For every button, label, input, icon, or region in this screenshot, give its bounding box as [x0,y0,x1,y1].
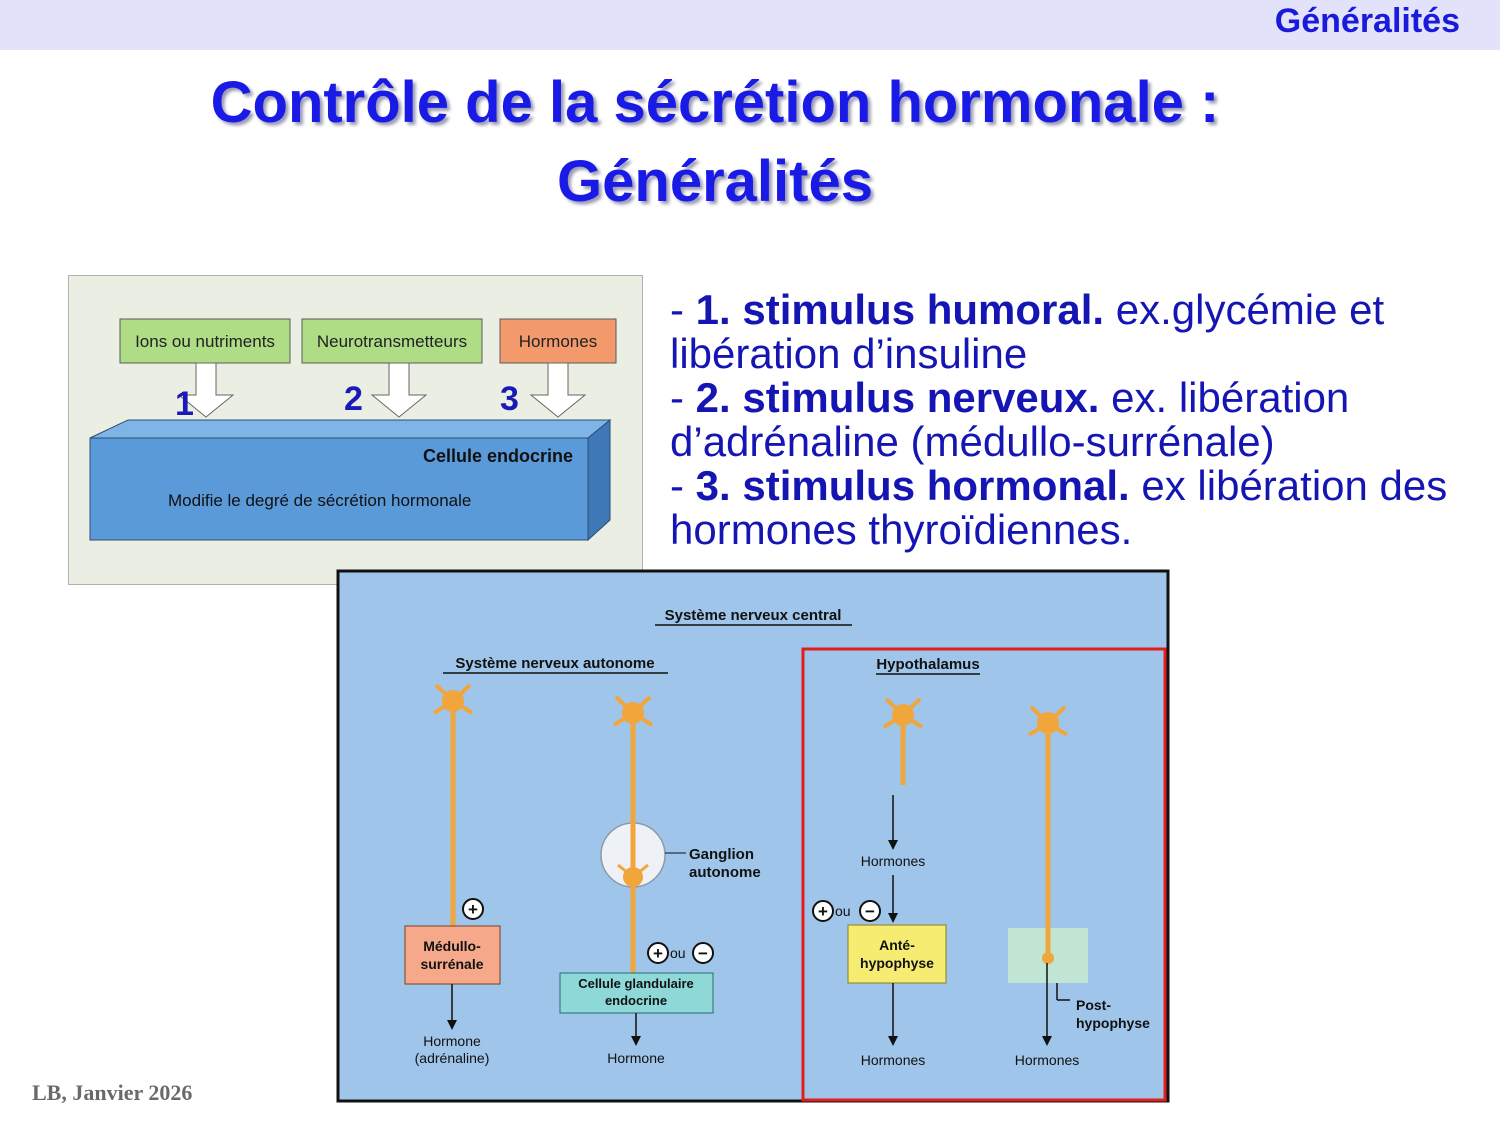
slide-title-line1: Contrôle de la sécrétion hormonale : [210,70,1220,135]
minus-sign-text: − [865,902,875,921]
hypothalamus-highlight-frame [801,647,1167,1102]
input-label-ions: Ions ou nutriments [135,332,275,351]
neuron-body-icon [622,702,644,724]
cell-description: Modifie le degré de sécrétion hormonale [168,491,471,510]
minus-sign-icon [859,900,881,922]
input-box-ions [119,318,291,364]
hormone-adrenaline-label: Hormone [423,1033,481,1049]
minus-sign-text: − [698,944,708,963]
plus-sign-icon [812,900,834,922]
figure-background [336,569,1170,1103]
bullet-list: - 1. stimulus humoral. ex.glycémie et li… [670,288,1470,552]
input-box-neurotransmitters [301,318,483,364]
minus-sign-icon [692,942,714,964]
cell-title: Cellule endocrine [423,446,573,466]
ante-hypophysis-box [847,924,947,984]
arrow-head-icon [888,840,898,850]
arrow-down-icon [370,362,428,418]
hormones-ante-label: Hormones [861,1052,926,1068]
arrow-down-icon [177,362,235,418]
arrow-head-icon [447,1020,457,1030]
arrow-down-icon [529,362,587,418]
cell-side-face [587,418,611,542]
arrow-head-icon [888,1036,898,1046]
stimulus-number-1: 1 [175,385,194,423]
input-label-neurotransmitters: Neurotransmetteurs [317,332,467,351]
plus-sign-text: + [468,900,478,919]
post-hypophysis-label: Post-hypophyse [1076,997,1150,1031]
medullo-box [404,925,501,985]
hormone-label: Hormone [607,1050,665,1066]
footer-credit: LB, Janvier 2026 [32,1080,193,1105]
input-box-hormones [499,318,617,364]
arrow-head-icon [631,1036,641,1046]
ante-hypophysis-label: Anté-hypophyse [860,937,934,971]
stimulus-figure: Ions ou nutriments Neurotransmetteurs Ho… [68,275,643,585]
neuron-body-icon [892,704,914,726]
bullet-item: - 2. stimulus nerveux. ex. libération d’… [670,374,1350,465]
nervous-control-figure: Système nerveux central Système nerveux … [336,569,1170,1103]
endocrine-cell-block [89,437,589,541]
gland-cell-box [559,972,714,1014]
arrow-head-icon [888,913,898,923]
or-label: ou [670,945,686,961]
cell-top-face [89,419,612,439]
bullet-item: - 3. stimulus hormonal. ex libération de… [670,462,1448,553]
medullo-label: Médullo-surrénale [420,938,483,972]
hypothalamus-label: Hypothalamus [876,656,979,673]
input-label-hormones: Hormones [519,332,597,351]
header-bar: Généralités [0,0,1500,50]
plus-sign-text: + [818,902,828,921]
stimulus-number-2: 2 [344,380,363,418]
adrenaline-label: (adrénaline) [415,1050,490,1066]
or-label: ou [835,903,851,919]
bullet-item: - 1. stimulus humoral. ex.glycémie et li… [670,286,1385,377]
plus-sign-icon [647,942,669,964]
stimulus-number-3: 3 [500,380,519,418]
arrow-head-icon [1042,1036,1052,1046]
neuron-body-icon [442,690,464,712]
section-label: Généralités [1274,2,1460,40]
slide-title-line2: Généralités [557,149,873,214]
neuron-body-icon [1037,712,1059,734]
hormones-post-label: Hormones [1015,1052,1080,1068]
autonomic-label: Système nerveux autonome [455,655,654,672]
cns-label: Système nerveux central [665,607,842,624]
hormones-hypothalamus-label: Hormones [861,853,926,869]
plus-sign-text: + [653,944,663,963]
plus-sign-icon [462,898,484,920]
